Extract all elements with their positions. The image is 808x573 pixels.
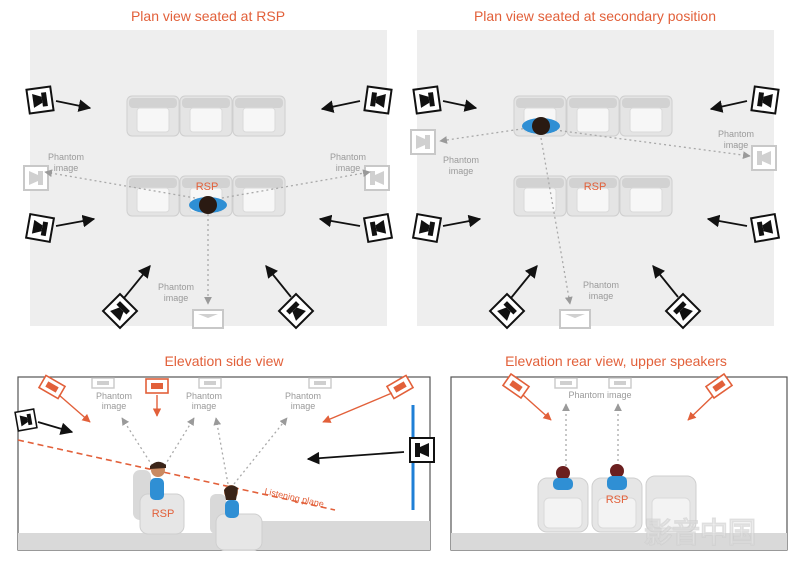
elevation-side-rear-arrow <box>306 451 405 465</box>
elevation-side-seat-label: RSP <box>152 508 175 520</box>
plan-secondary-panel: Plan view seated at secondary position P… <box>410 8 780 329</box>
elevation-rear-seat-center-icon <box>591 464 643 533</box>
elevation-side-rsp-listener-icon <box>133 461 185 535</box>
elevation-side-phantom-arrow-4 <box>233 417 288 485</box>
plan-rsp-arrow-rear-left <box>55 214 96 228</box>
plan-secondary-arrow-rear-left <box>442 214 482 228</box>
plan-rsp-phantom-bottom-line2: image <box>164 293 189 303</box>
plan-rsp-arrow-front-left <box>55 99 92 112</box>
plan-secondary-arrow-front-left <box>442 99 478 112</box>
elevation-side-floor-low <box>18 533 215 550</box>
plan-rsp-speaker-rear-left-icon <box>25 213 55 243</box>
elevation-rear-ceiling-speaker-2-icon <box>608 377 632 389</box>
plan-rsp-phantom-bottom-line1: Phantom <box>158 282 194 292</box>
elevation-rear-seat-left-icon <box>537 466 589 533</box>
elevation-rear-phantom-label: Phantom image <box>568 390 631 400</box>
elevation-side-orange-arrow-1 <box>58 394 91 423</box>
plan-rsp-phantom-bottom-speaker-icon <box>192 309 224 329</box>
plan-rsp-speaker-front-left-icon <box>25 85 55 115</box>
plan-rsp-phantom-left-speaker-icon <box>23 165 49 191</box>
plan-rsp-phantom-arrow-right <box>221 169 371 199</box>
elevation-side-ceiling-speaker-1-icon <box>91 377 115 389</box>
elevation-rear-seat-right-icon <box>645 475 697 533</box>
plan-rsp-speaker-rear-right-icon <box>363 213 393 243</box>
elevation-side-ceiling-speaker-3-icon <box>308 377 332 389</box>
plan-rsp-speaker-front-right-icon <box>363 85 393 115</box>
elevation-side-phantom-2-line1: Phantom <box>186 391 222 401</box>
plan-secondary-arrow-back-left <box>510 265 538 299</box>
plan-secondary-phantom-bottom-line1: Phantom <box>583 280 619 290</box>
plan-secondary-speaker-rear-left-icon <box>412 213 442 243</box>
elevation-rear-ceiling-speaker-1-icon <box>554 377 578 389</box>
elevation-side-panel: Elevation side view Phantom image Phanto… <box>14 353 435 551</box>
elevation-side-height-speaker-2-icon <box>145 378 169 394</box>
elevation-side-ceiling-speaker-2-icon <box>198 377 222 389</box>
plan-secondary-arrow-front-right <box>709 100 748 113</box>
plan-secondary-phantom-bottom-speaker-icon <box>559 309 591 329</box>
plan-rsp-phantom-left-line2: image <box>54 163 79 173</box>
plan-rsp-phantom-left-line1: Phantom <box>48 152 84 162</box>
plan-secondary-phantom-right-line1: Phantom <box>718 129 754 139</box>
plan-secondary-speaker-front-left-icon <box>412 85 442 115</box>
plan-rsp-phantom-right-line1: Phantom <box>330 152 366 162</box>
plan-secondary-arrow-rear-right <box>706 214 748 228</box>
plan-rsp-phantom-right-speaker-icon <box>364 165 390 191</box>
plan-rsp-phantom-arrow-left <box>44 169 196 199</box>
elevation-side-rear-speaker-icon <box>409 437 435 463</box>
elevation-side-phantom-1-line1: Phantom <box>96 391 132 401</box>
plan-rsp-panel: Plan view seated at RSP Phantom image Ph… <box>23 8 393 329</box>
elevation-side-title: Elevation side view <box>164 353 284 369</box>
plan-rsp-arrow-back-left <box>123 265 151 299</box>
watermark-logo: 影音中国 <box>644 516 756 548</box>
elevation-rear-title: Elevation rear view, upper speakers <box>505 353 727 369</box>
elevation-side-front-speaker-icon <box>14 408 38 432</box>
elevation-rear-floor <box>451 533 787 550</box>
plan-rsp-seat-label: RSP <box>196 181 219 193</box>
plan-secondary-phantom-bottom-line2: image <box>589 291 614 301</box>
plan-secondary-phantom-left-speaker-icon <box>410 129 436 155</box>
plan-secondary-phantom-right-line2: image <box>724 140 749 150</box>
plan-rsp-arrow-rear-right <box>318 214 361 228</box>
elevation-side-second-listener-icon <box>210 485 263 551</box>
elevation-side-phantom-arrow-1 <box>121 417 156 471</box>
elevation-rear-orange-arrow-right <box>687 395 714 421</box>
plan-secondary-speaker-rear-right-icon <box>750 213 780 243</box>
plan-secondary-phantom-left-line1: Phantom <box>443 155 479 165</box>
plan-secondary-phantom-right-speaker-icon <box>751 145 777 171</box>
elevation-rear-panel: Elevation rear view, upper speakers Phan… <box>450 353 788 551</box>
plan-rsp-arrow-back-right <box>265 265 292 298</box>
plan-rsp-title: Plan view seated at RSP <box>131 8 285 24</box>
plan-secondary-title: Plan view seated at secondary position <box>474 8 716 24</box>
plan-secondary-speaker-front-right-icon <box>750 85 780 115</box>
elevation-side-phantom-3-line2: image <box>291 401 316 411</box>
elevation-side-phantom-3-line1: Phantom <box>285 391 321 401</box>
elevation-rear-orange-arrow-left <box>522 394 552 421</box>
elevation-side-listening-plane <box>17 439 336 511</box>
elevation-side-phantom-2-line2: image <box>192 401 217 411</box>
elevation-side-phantom-arrow-2 <box>161 417 195 471</box>
plan-secondary-arrow-back-right <box>652 265 679 298</box>
elevation-rear-seat-label: RSP <box>606 494 629 506</box>
elevation-side-front-arrow <box>37 421 74 435</box>
elevation-side-phantom-arrow-3 <box>213 417 229 485</box>
plan-secondary-phantom-arrow-down <box>540 137 573 305</box>
plan-rsp-seat-row-front <box>126 95 286 137</box>
plan-rsp-arrow-front-right <box>320 100 361 113</box>
plan-secondary-seat-label: RSP <box>584 181 607 193</box>
plan-rsp-phantom-right-line2: image <box>336 163 361 173</box>
elevation-side-orange-arrow-3 <box>322 392 393 423</box>
plan-secondary-phantom-left-line2: image <box>449 166 474 176</box>
elevation-side-phantom-1-line2: image <box>102 401 127 411</box>
